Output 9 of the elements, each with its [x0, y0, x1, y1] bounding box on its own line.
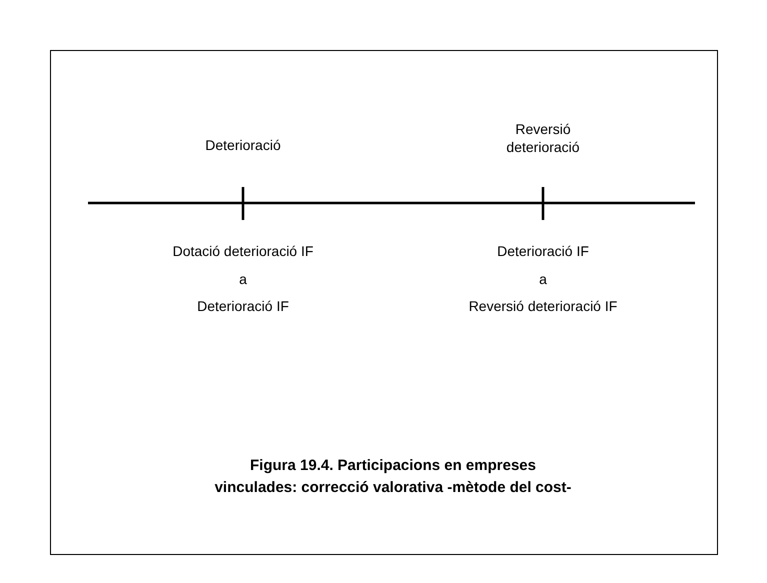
- journal-entry-line: Deterioració IF: [497, 242, 589, 260]
- journal-entry-line: Deterioració IF: [197, 297, 289, 315]
- figure-caption: Figura 19.4. Participacions en empreses vinculades: correcció valorativa -mètode del cost-: [214, 456, 572, 498]
- event-label: Reversió deterioració: [505, 120, 581, 156]
- journal-entry-line: Dotació deterioració IF: [172, 242, 314, 260]
- event-label: Deterioració: [205, 136, 281, 154]
- journal-entry-line: a: [539, 270, 547, 288]
- journal-entry-line: a: [239, 270, 247, 288]
- journal-entry-line: Reversió deterioració IF: [468, 297, 618, 315]
